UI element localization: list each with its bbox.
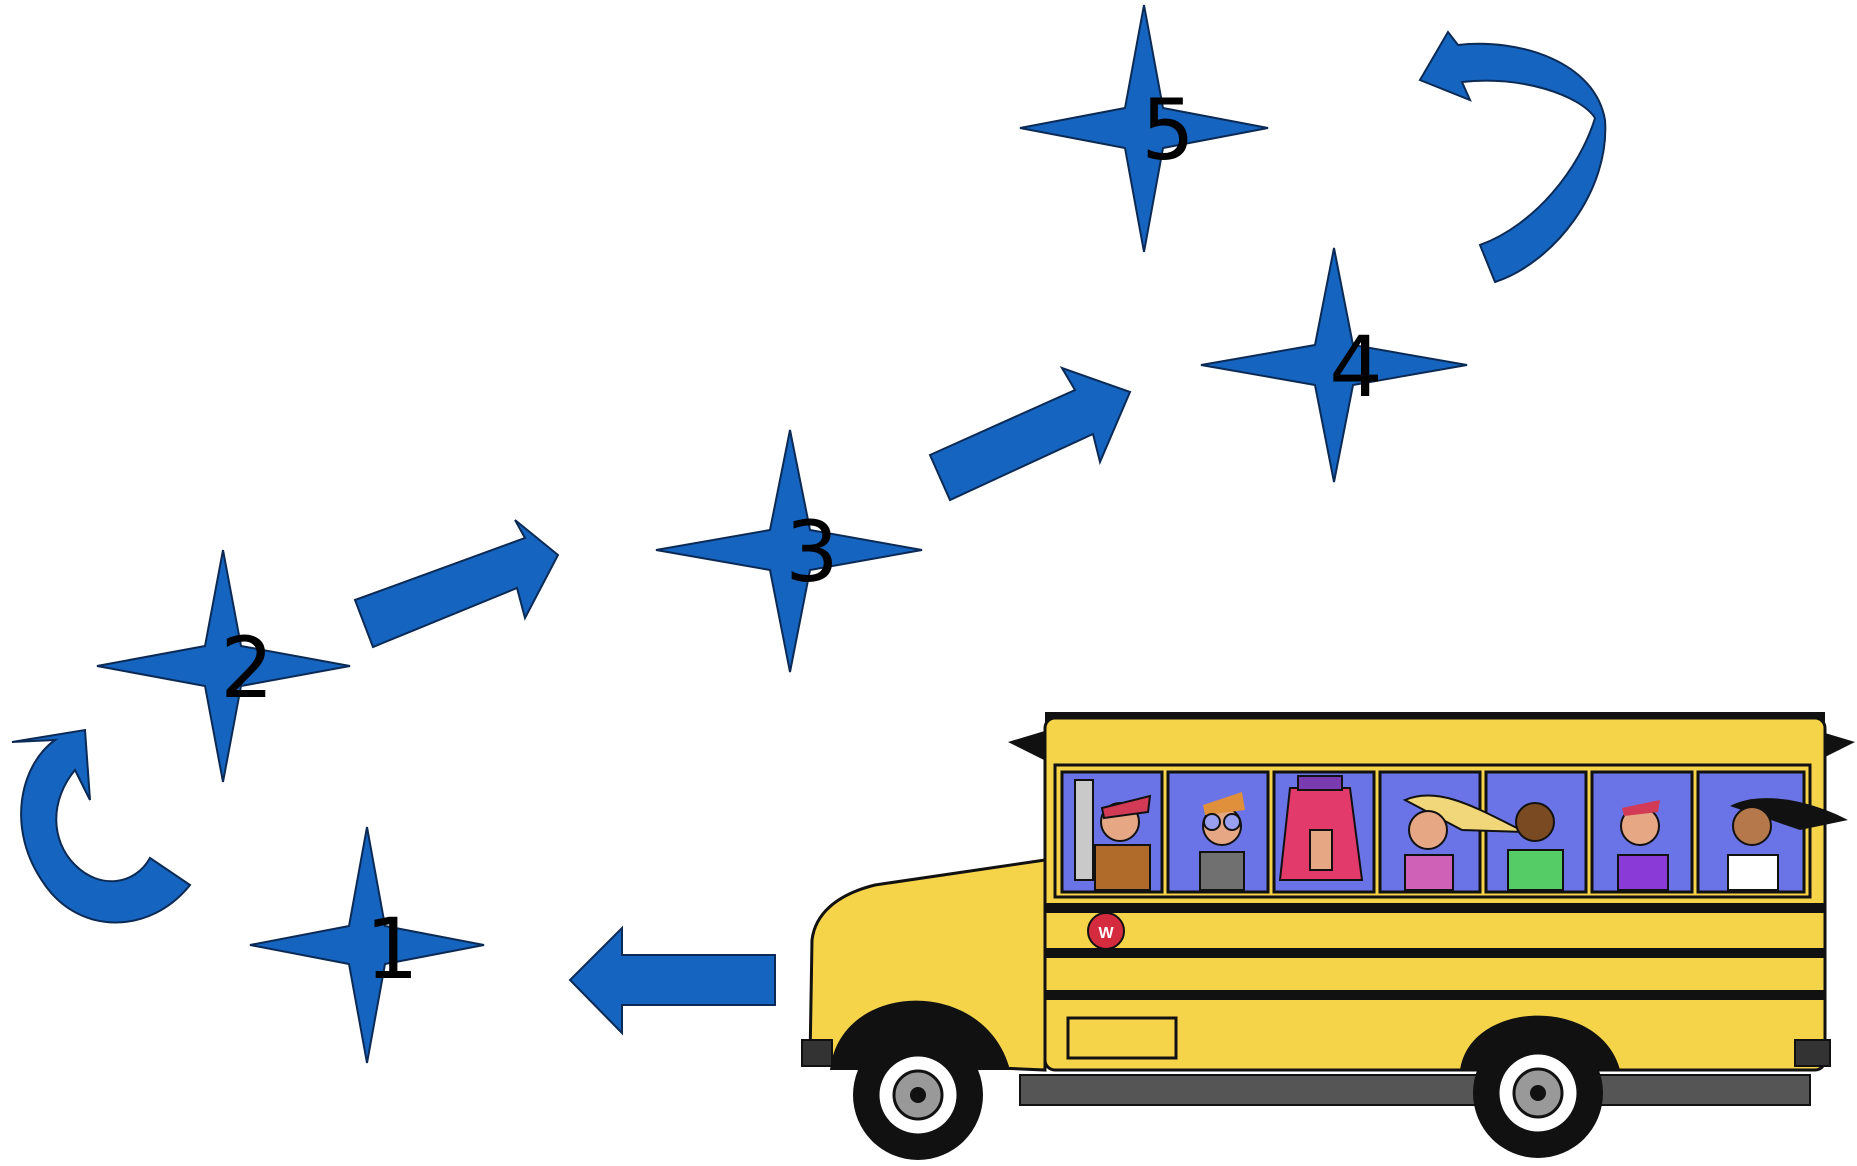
step-5-label: 5	[1141, 81, 1194, 179]
step-1-label: 1	[365, 900, 418, 998]
step-2-star: 2	[97, 550, 350, 782]
curved-arrow-top-right	[1420, 32, 1605, 282]
bus-front-wheel	[853, 1030, 983, 1160]
bus-rear-wheel	[1473, 1028, 1603, 1158]
bus-badge: W	[1088, 913, 1124, 949]
step-4-label: 4	[1329, 318, 1382, 416]
step-3-label: 3	[785, 503, 838, 601]
bus-badge-text: W	[1098, 925, 1114, 942]
step-4-star: 4	[1201, 248, 1467, 482]
curved-arrow-bottom-left	[12, 730, 190, 923]
arrow-3-to-4	[930, 368, 1130, 500]
arrow-left	[570, 928, 775, 1033]
step-2-label: 2	[220, 619, 273, 717]
school-bus-illustration: W	[802, 712, 1855, 1160]
step-1-star: 1	[250, 827, 484, 1063]
arrow-2-to-3	[355, 520, 558, 647]
step-3-star: 3	[656, 430, 922, 672]
step-5-star: 5	[1020, 5, 1268, 252]
